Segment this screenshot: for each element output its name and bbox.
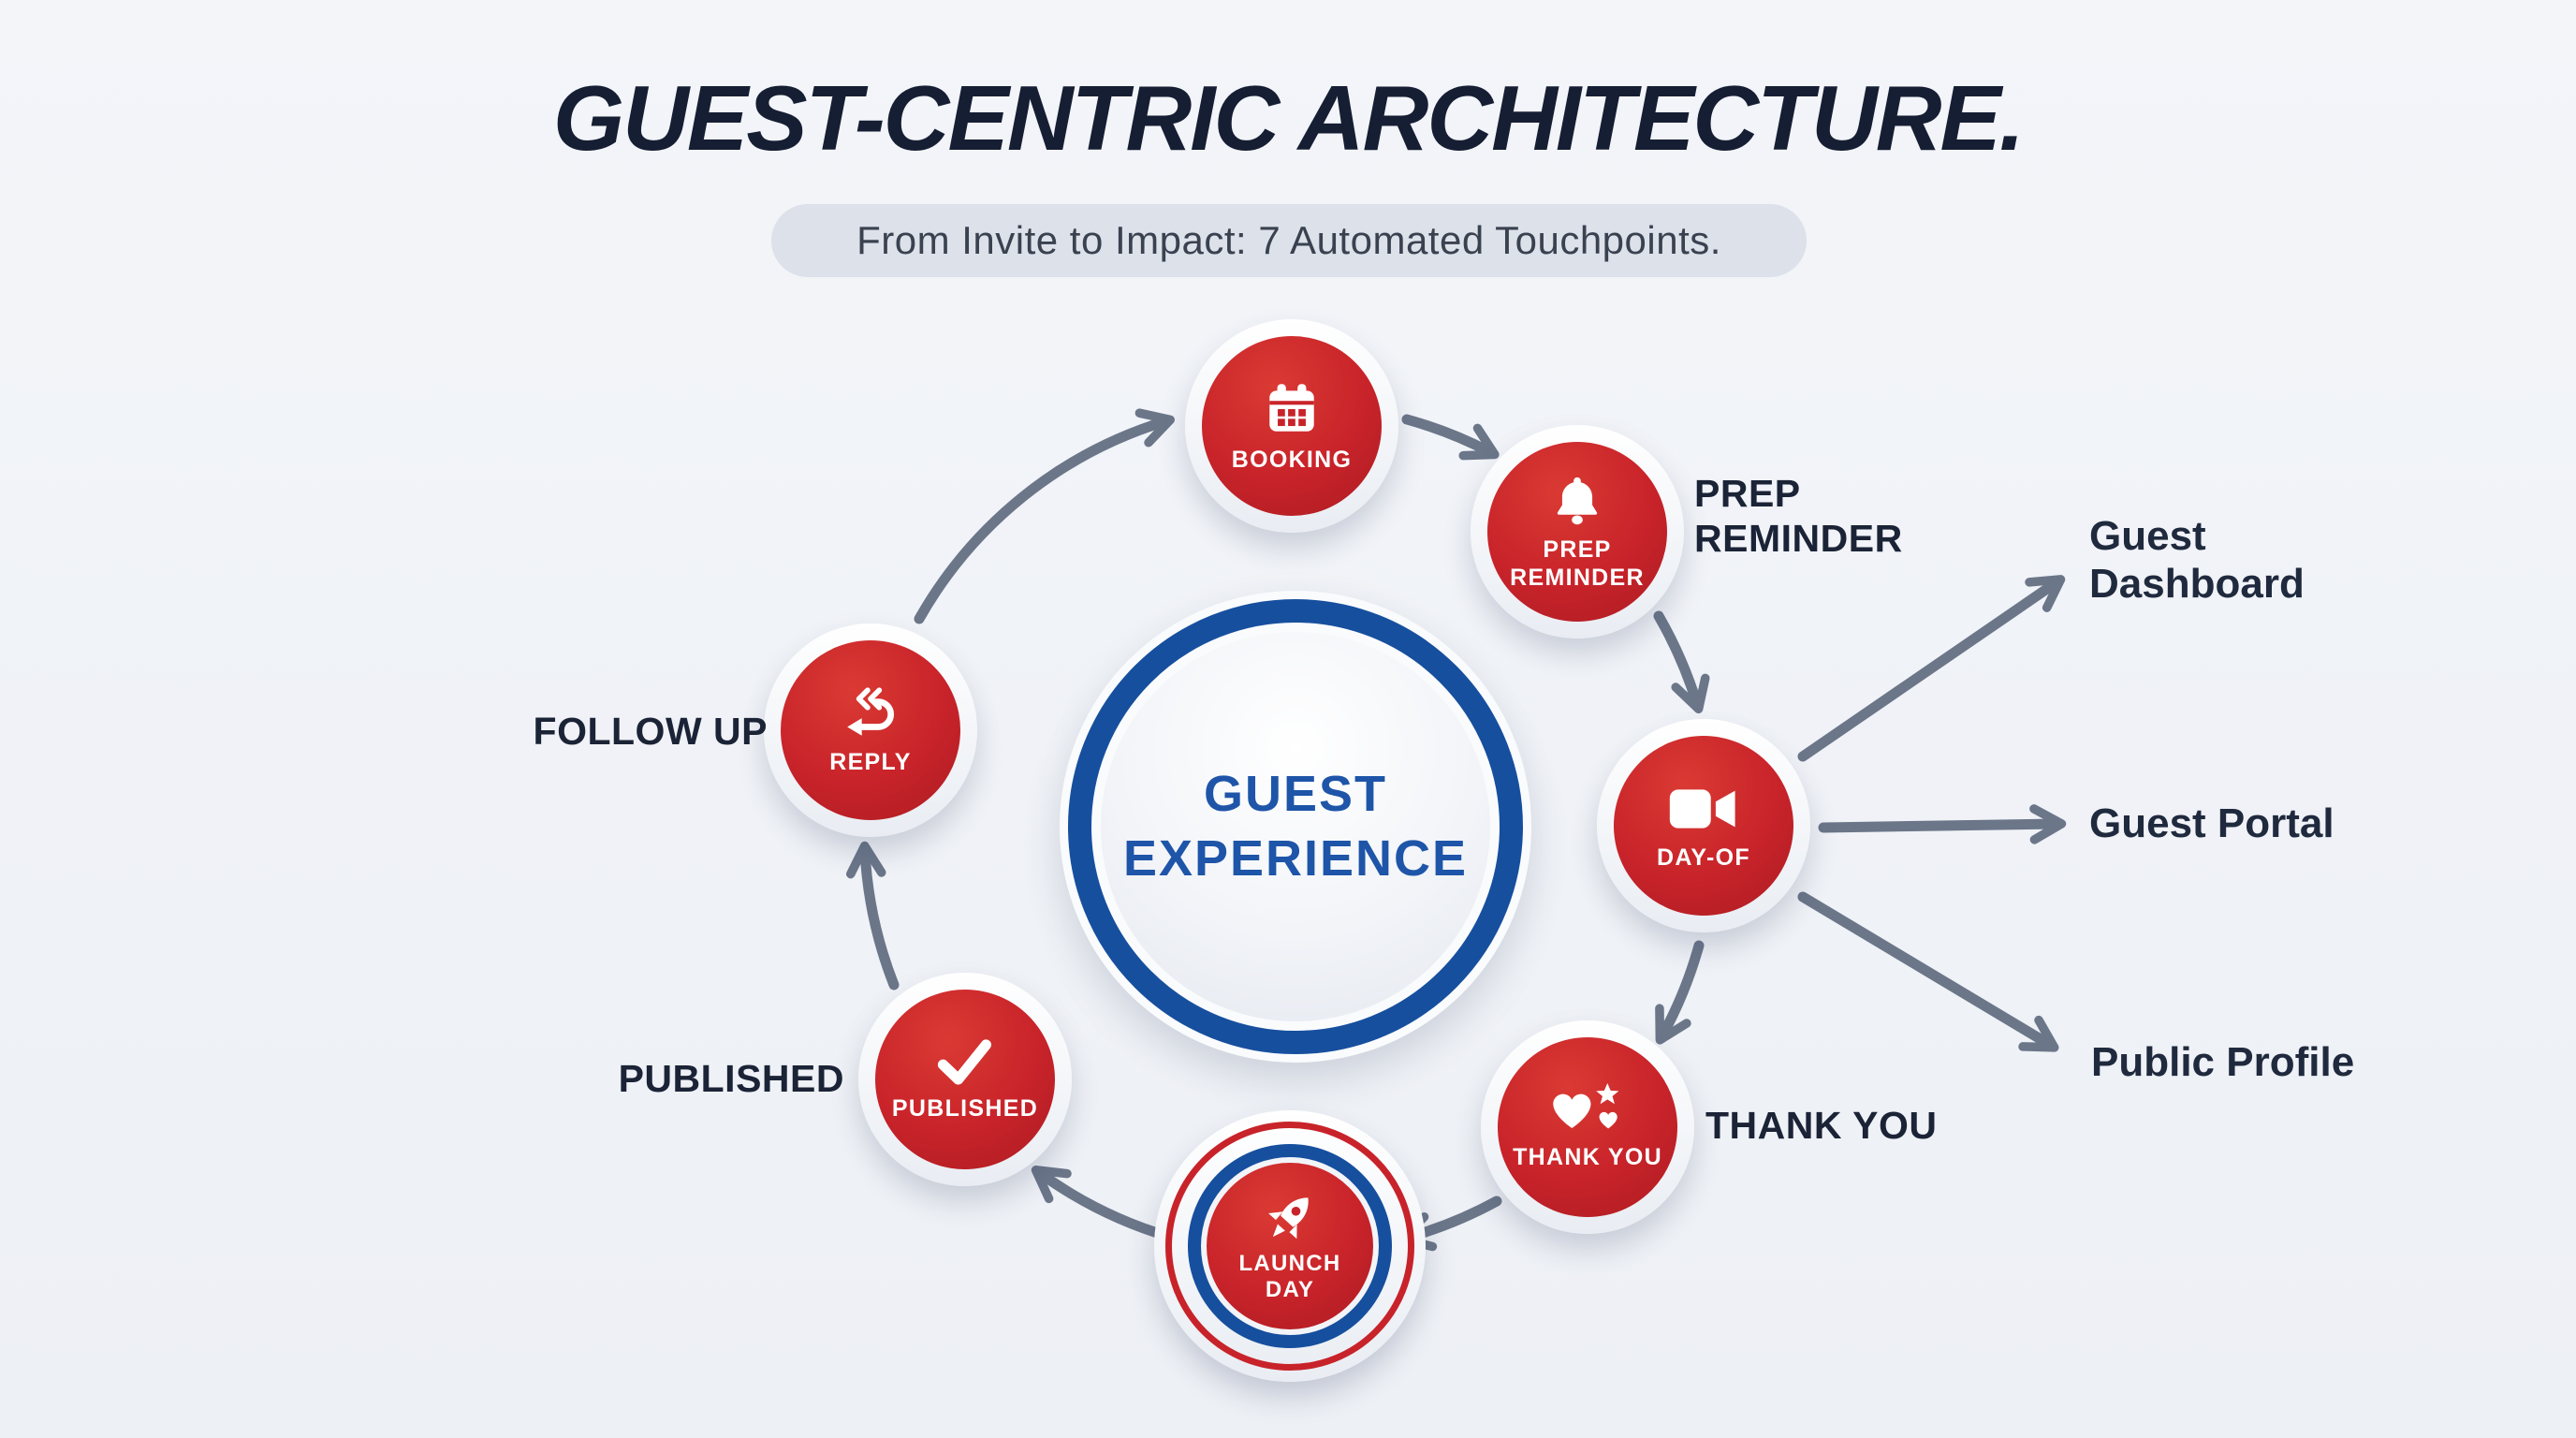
node-day-of: DAY-OF [1597,719,1810,932]
node-disc: PREP REMINDER [1487,442,1667,622]
arrow-dayof-to-public-profile [1797,891,2059,1052]
output-guest-dashboard: Guest Dashboard [2089,513,2305,607]
node-disc: REPLY [781,640,960,820]
node-reply: REPLY [764,624,977,837]
video-camera-icon [1669,789,1735,829]
node-label: PUBLISHED [891,1094,1039,1122]
arrow-reply-to-booking [914,408,1176,624]
node-label: PREP REMINDER [1510,536,1645,591]
node-label: BOOKING [1231,446,1353,473]
arrow-published-to-reply [845,841,900,990]
page-title: GUEST-CENTRIC ARCHITECTURE. [552,66,2025,169]
node-booking: BOOKING [1185,319,1398,533]
node-prep-reminder: PREP REMINDER [1471,425,1684,638]
arrow-dayof-to-guest-portal [1818,804,2067,844]
reply-icon [847,687,895,736]
node-launch-day: LAUNCH DAY [1154,1110,1426,1382]
arrow-dayof-to-thankyou [1655,940,1705,1045]
node-disc: DAY-OF [1614,736,1793,916]
calendar-icon [1269,383,1314,432]
node-label: DAY-OF [1657,844,1750,871]
thank-you-label: THANK YOU [1705,1104,1938,1147]
node-label: REPLY [829,748,912,775]
output-public-profile: Public Profile [2091,1039,2355,1085]
launch-outer-red-ring [1165,1122,1414,1371]
bell-icon [1557,477,1598,525]
follow-up-label: FOLLOW UP [533,710,768,753]
subtitle-text: From Invite to Impact: 7 Automated Touch… [856,218,1721,262]
published-label: PUBLISHED [618,1057,844,1100]
node-disc: BOOKING [1202,336,1382,516]
center-title-line2: EXPERIENCE [1122,830,1469,887]
output-guest-portal: Guest Portal [2089,800,2334,846]
node-published: PUBLISHED [858,973,1072,1186]
prep-reminder-label: PREP REMINDER [1694,472,1903,561]
center-title-line1: GUEST [1203,765,1388,822]
node-disc: PUBLISHED [875,990,1055,1169]
node-label: THANK YOU [1513,1143,1662,1170]
node-thank-you: THANK YOU [1481,1020,1694,1234]
hearts-star-icon [1553,1082,1619,1129]
node-disc: THANK YOU [1498,1037,1677,1217]
arrow-prep-to-dayof [1653,610,1710,714]
node-disc: LAUNCH DAY [1207,1163,1373,1329]
arrow-booking-to-prep [1401,414,1500,461]
rocket-icon [1268,1197,1309,1239]
center-circle-face: GUEST EXPERIENCE [1101,632,1490,1021]
subtitle-badge: From Invite to Impact: 7 Automated Touch… [771,204,1807,277]
center-circle: GUEST EXPERIENCE [1060,591,1531,1063]
check-icon [937,1039,991,1085]
arrow-dayof-to-guest-dashboard [1797,575,2066,762]
node-label: LAUNCH DAY [1238,1250,1341,1302]
